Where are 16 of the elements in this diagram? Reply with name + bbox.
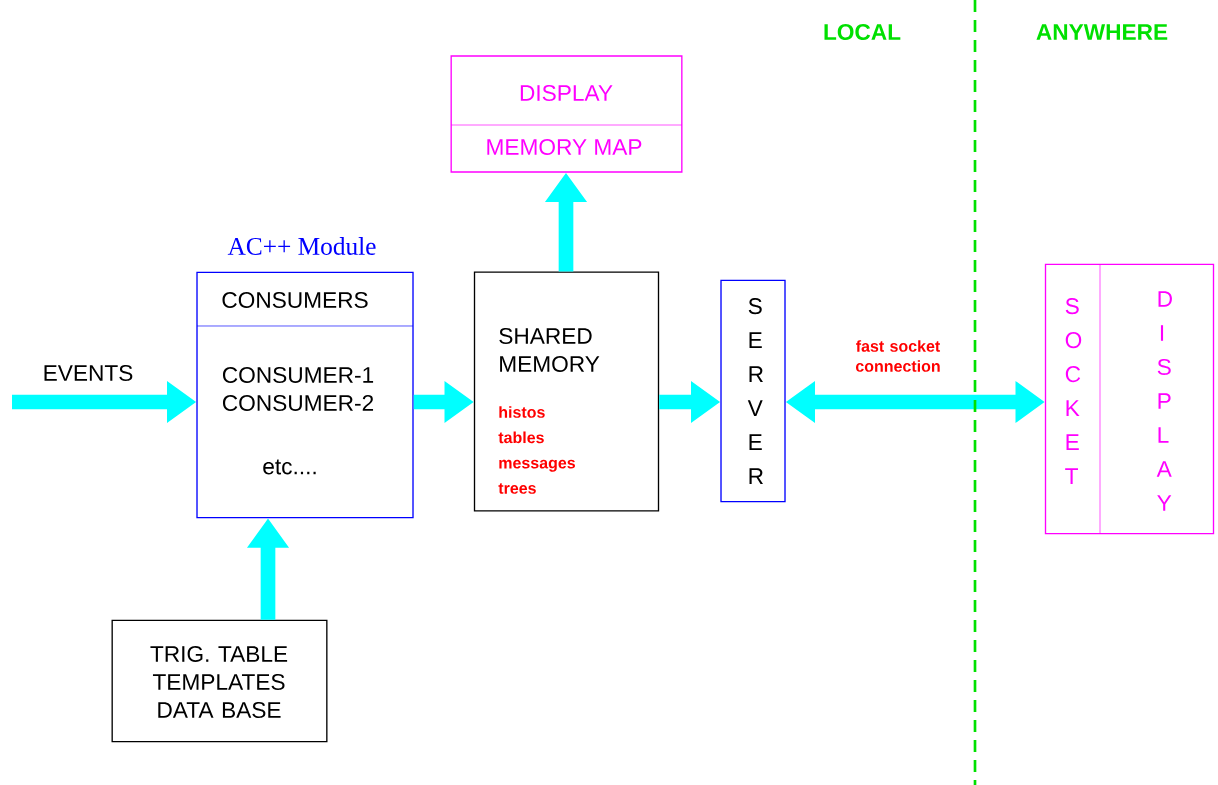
box-text: DISPLAY (520, 84, 613, 102)
box-text: SHARED MEMORY (499, 327, 600, 373)
box-text: histos tables messages trees (498, 406, 575, 494)
box-text: D I S P L A Y (1156, 291, 1172, 511)
region-label: ANYWHERE (1036, 24, 1168, 40)
region-label: LOCAL (824, 23, 901, 41)
box-text: CONSUMERS (222, 291, 368, 309)
box-text: CONSUMER-1 CONSUMER-2 (222, 366, 374, 412)
box-text: AC++ Module (227, 237, 376, 255)
edge-label: EVENTS (44, 364, 133, 382)
edge-label: fast socket connection (843, 338, 953, 374)
box-text: S O C K E T (1065, 298, 1082, 484)
box-text: TRIG. TABLE TEMPLATES DATA BASE (150, 645, 288, 719)
box-text: MEMORY MAP (487, 138, 642, 156)
box-text: etc.... (263, 459, 316, 475)
box-text: S E R V E R (747, 298, 763, 484)
